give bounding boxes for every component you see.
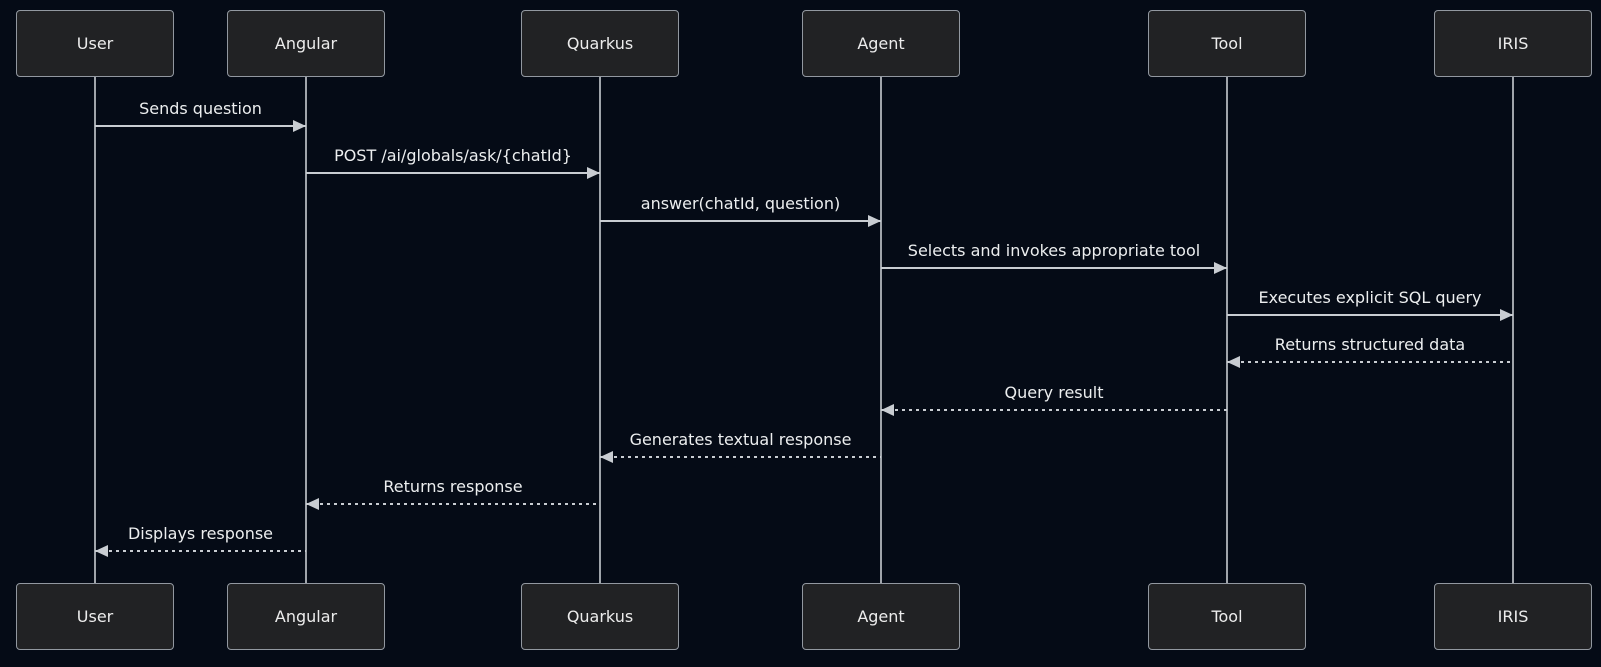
message-label-0: Sends question xyxy=(139,99,262,118)
actor-lifeline-user xyxy=(94,77,96,583)
message-line-2 xyxy=(600,220,881,222)
message-line-3 xyxy=(881,267,1227,269)
arrowhead-icon xyxy=(587,167,600,179)
actor-box-top-agent: Agent xyxy=(802,10,960,77)
arrowhead-icon xyxy=(868,215,881,227)
actor-box-bottom-agent: Agent xyxy=(802,583,960,650)
arrowhead-icon xyxy=(1500,309,1513,321)
actor-box-top-tool: Tool xyxy=(1148,10,1306,77)
message-line-8 xyxy=(306,503,600,505)
actor-box-top-quarkus: Quarkus xyxy=(521,10,679,77)
message-line-1 xyxy=(306,172,600,174)
message-label-4: Executes explicit SQL query xyxy=(1258,288,1482,307)
arrowhead-icon xyxy=(1214,262,1227,274)
actor-box-bottom-user: User xyxy=(16,583,174,650)
arrowhead-icon xyxy=(293,120,306,132)
message-label-6: Query result xyxy=(1004,383,1104,402)
message-line-5 xyxy=(1227,361,1513,363)
arrowhead-icon xyxy=(600,451,613,463)
actor-box-bottom-quarkus: Quarkus xyxy=(521,583,679,650)
arrowhead-icon xyxy=(306,498,319,510)
actor-lifeline-quarkus xyxy=(599,77,601,583)
message-line-6 xyxy=(881,409,1227,411)
actor-box-top-angular: Angular xyxy=(227,10,385,77)
arrowhead-icon xyxy=(1227,356,1240,368)
actor-box-bottom-iris: IRIS xyxy=(1434,583,1592,650)
message-line-4 xyxy=(1227,314,1513,316)
message-label-8: Returns response xyxy=(383,477,523,496)
message-label-5: Returns structured data xyxy=(1274,335,1466,354)
actor-box-top-iris: IRIS xyxy=(1434,10,1592,77)
arrowhead-icon xyxy=(881,404,894,416)
actor-box-bottom-angular: Angular xyxy=(227,583,385,650)
message-line-7 xyxy=(600,456,881,458)
actor-lifeline-tool xyxy=(1226,77,1228,583)
message-label-1: POST /ai/globals/ask/{chatId} xyxy=(334,146,572,165)
actor-lifeline-agent xyxy=(880,77,882,583)
actor-lifeline-angular xyxy=(305,77,307,583)
actor-box-bottom-tool: Tool xyxy=(1148,583,1306,650)
actor-lifeline-iris xyxy=(1512,77,1514,583)
message-line-0 xyxy=(95,125,306,127)
message-label-3: Selects and invokes appropriate tool xyxy=(907,241,1201,260)
message-label-9: Displays response xyxy=(127,524,274,543)
message-line-9 xyxy=(95,550,306,552)
actor-box-top-user: User xyxy=(16,10,174,77)
message-label-7: Generates textual response xyxy=(629,430,852,449)
arrowhead-icon xyxy=(95,545,108,557)
message-label-2: answer(chatId, question) xyxy=(640,194,841,213)
